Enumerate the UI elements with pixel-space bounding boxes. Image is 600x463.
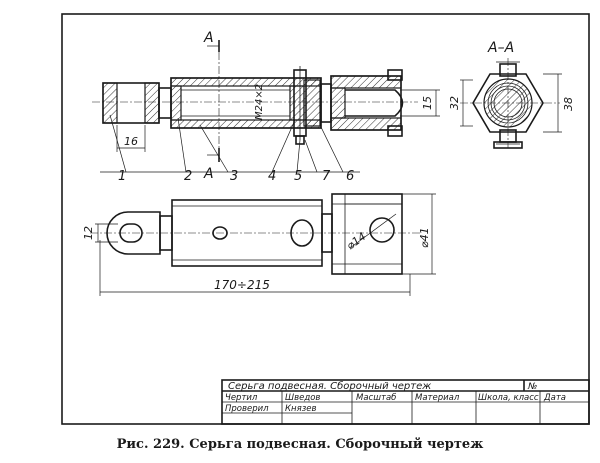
title-row2-checked-name: Князев [285,404,316,414]
title-row2-checked: Проверил [225,404,269,414]
figure-caption: Рис. 229. Серьга подвесная. Сборочный че… [117,437,484,452]
section-a-a [460,58,562,149]
section-title: А–А [487,40,514,56]
dim-15-label: 15 [421,96,434,110]
dim-dia-41-label: ⌀41 [418,227,431,248]
dim-12-label: 12 [82,226,95,240]
title-block [221,379,590,425]
title-row1-drawn-name: Шведов [285,393,320,403]
dim-32-label: 32 [448,96,461,110]
dim-16-label: 16 [124,135,138,148]
title-row1-date: Дата [543,393,566,403]
plan-view [90,193,436,296]
title-row1-drawn: Чертил [225,393,258,403]
part-number-4: 4 [268,169,276,184]
dim-15 [400,89,440,117]
title-block-name: Серьга подвесная. Сборочный чертеж [228,380,431,392]
title-block-number: № [527,382,537,392]
part-number-1: 1 [118,169,126,184]
part-leaders [100,114,360,173]
title-row1-scale: Масштаб [356,393,396,403]
part-number-2: 2 [184,169,192,184]
section-mark-top: А [203,30,214,46]
dim-16 [116,125,146,152]
front-view [92,40,418,162]
thread-label: М24×2 [254,84,265,120]
title-row1-material: Материал [415,393,460,403]
part-number-7: 7 [322,169,331,184]
dim-38-label: 38 [562,97,575,111]
part-number-5: 5 [294,169,302,184]
section-mark-bottom: А [203,166,214,182]
part-number-3: 3 [230,169,238,184]
title-row1-school: Школа, класс [478,393,539,403]
overall-length-label: 170÷215 [214,278,270,292]
part-number-6: 6 [346,169,354,184]
